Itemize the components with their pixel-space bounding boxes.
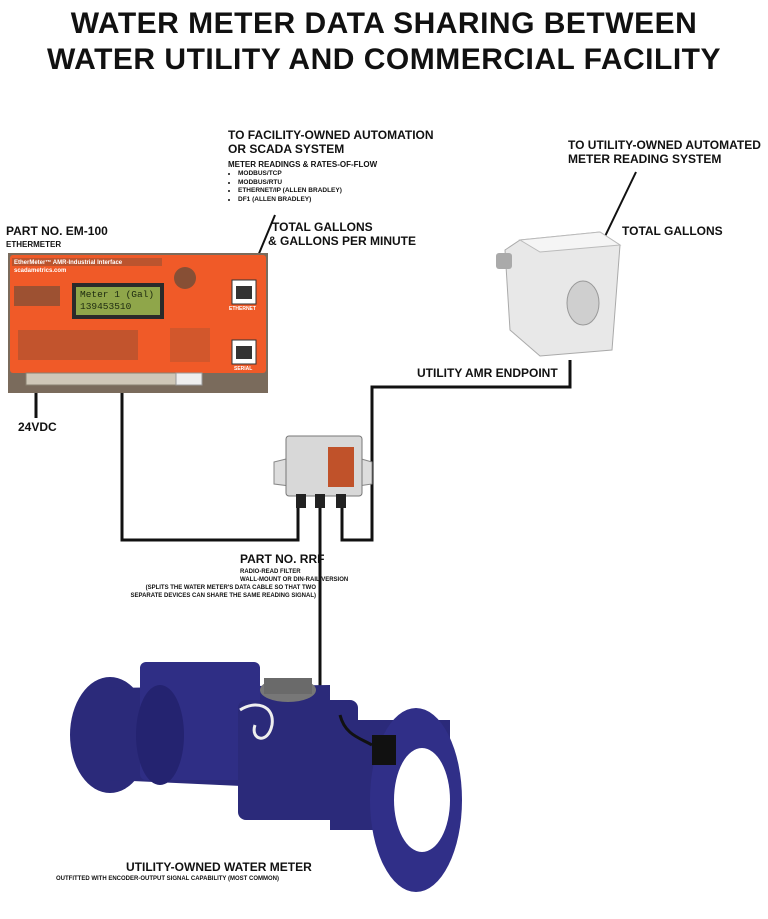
rrf-description-line-1: (SPLITS THE WATER METER'S DATA CABLE SO … [145,585,316,591]
amr-connector [496,253,512,269]
facility-output-line-1: TOTAL GALLONS [272,220,373,234]
amr-port [566,280,600,326]
status-leds [170,328,210,362]
rrf-part-no: PART NO. RRF [240,552,325,566]
amr-body [504,231,621,357]
ethermeter-website: scadametrics.com [14,268,67,274]
ethermeter-part-no: PART NO. EM-100 [6,224,108,238]
amr-cable [340,360,572,542]
rrf-version: WALL-MOUNT OR DIN-RAIL VERSION [240,577,349,583]
dip-switch [175,372,203,386]
rrf-device [273,435,373,508]
amr-endpoint-label: UTILITY AMR ENDPOINT [417,366,558,380]
meter-outlet-opening [394,748,450,852]
ethernet-port-label: ETHERNET [229,306,256,312]
serial-port-label: SERIAL [234,366,253,372]
ethermeter-info-label [14,286,60,306]
utility-heading-line-2: METER READING SYSTEM [568,152,722,166]
ethermeter-logo [174,267,196,289]
protocol-item: MODBUS/RTU [238,179,342,188]
terminal-block [25,372,177,386]
facility-output-line-2: & GALLONS PER MINUTE [268,234,417,248]
ethermeter-device [8,253,268,393]
rrf-name: RADIO-READ FILTER [240,569,301,575]
utility-output: TOTAL GALLONS [622,224,723,238]
lcd-line-2: 139453510 [80,301,132,312]
ethermeter-name: ETHERMETER [6,240,62,249]
power-label: 24VDC [18,420,57,434]
facility-heading-line-2: OR SCADA SYSTEM [228,142,345,156]
lcd-line-1: Meter 1 (Gal) [80,289,155,300]
rrf-description-line-2: SEPARATE DEVICES CAN SHARE THE SAME READ… [130,593,316,599]
page-title-line-1: WATER METER DATA SHARING BETWEEN [70,7,698,40]
meter-encoder [372,735,396,765]
water-meter-label: UTILITY-OWNED WATER METER [126,860,312,874]
ethermeter-header: EtherMeter™ AMR-Industrial Interface [14,260,123,266]
water-meter-sublabel: OUTFITTED WITH ENCODER-OUTPUT SIGNAL CAP… [56,876,279,882]
utility-heading-line-1: TO UTILITY-OWNED AUTOMATED [568,138,761,152]
water-meter [70,662,462,892]
rrf-label [328,447,354,487]
meter-wire-coil [239,703,274,740]
protocol-item: ETHERNET/IP (ALLEN BRADLEY) [238,187,342,196]
ethermeter-cable [120,385,300,542]
protocol-item: DF1 (ALLEN BRADLEY) [238,196,342,205]
protocol-item: MODBUS/TCP [238,170,342,179]
amr-endpoint-device [496,231,622,357]
page-title-line-2: WATER UTILITY AND COMMERCIAL FACILITY [46,43,722,76]
lcd-screen [76,287,160,315]
protocol-list: MODBUS/TCP MODBUS/RTU ETHERNET/IP (ALLEN… [228,170,342,204]
facility-subheading: METER READINGS & RATES-OF-FLOW [228,160,378,169]
facility-heading-line-1: TO FACILITY-OWNED AUTOMATION [228,128,434,142]
terminal-labels [18,330,138,360]
